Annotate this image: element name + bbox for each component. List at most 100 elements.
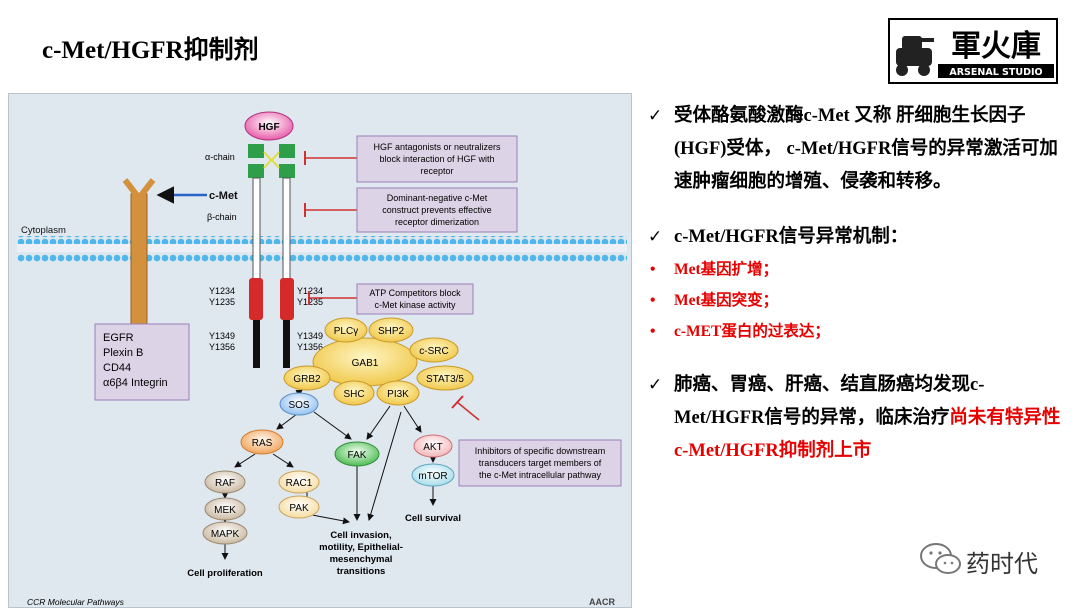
box-inhib-line2: transducers target members of	[479, 458, 602, 468]
box-hgf-line1: HGF antagonists or neutralizers	[373, 142, 501, 152]
bullet-dot-icon: •	[650, 323, 656, 340]
cell-survival-label: Cell survival	[405, 513, 461, 524]
mapk-label: MAPK	[211, 529, 240, 540]
invasion-line3: mesenchymal	[330, 554, 393, 565]
gab1-label: GAB1	[352, 358, 379, 369]
aacr-logo: AACR	[589, 597, 615, 607]
mtor-node	[411, 463, 455, 487]
receptor-2: Plexin B	[103, 347, 143, 359]
cmet-label: c-Met	[209, 190, 238, 202]
hgf-label: HGF	[258, 122, 279, 133]
box-hgf-line3: receptor	[420, 166, 453, 176]
sos-label: SOS	[288, 400, 309, 411]
shp2-node	[368, 317, 414, 343]
ras-node	[240, 429, 284, 455]
invasion-line1: Cell invasion,	[330, 530, 391, 541]
bullet-3: ✓ 肺癌、胃癌、肝癌、结直肠癌均发现c-Met/HGFR信号的异常，临床治疗尚未…	[648, 369, 1068, 468]
sos-node	[279, 392, 319, 416]
akt-label: AKT	[423, 442, 442, 453]
y1235-left: Y1235	[209, 297, 235, 307]
logo-main: 軍火庫	[951, 29, 1041, 64]
mapk-node	[202, 521, 248, 545]
box-inhib-line1: Inhibitors of specific downstream	[475, 446, 606, 456]
atp-competitor-box	[356, 283, 474, 315]
bullet-dot-icon: •	[650, 261, 656, 278]
receptor-1: EGFR	[103, 332, 134, 344]
box-atp-line1: ATP Competitors block	[369, 288, 461, 298]
mtor-label: mTOR	[418, 471, 447, 482]
cytoplasm-label: Cytoplasm	[21, 225, 66, 236]
bullet-2-text: c-Met/HGFR信号异常机制：	[674, 227, 909, 247]
bullet-3-highlight: 尚未有特异性c-Met/HGFR抑制剂上市	[674, 408, 1061, 461]
wechat-account-name: 药时代	[966, 550, 1038, 578]
bullet-3-text: 肺癌、胃癌、肝癌、结直肠癌均发现c-Met/HGFR信号的异常，临床治疗	[674, 375, 985, 428]
stat-label: STAT3/5	[426, 374, 464, 385]
csrc-label: c-SRC	[419, 346, 448, 357]
sub-bullet-2: • Met基因突变；	[648, 285, 1068, 316]
plcg-node	[324, 317, 368, 343]
wechat-icon	[920, 543, 961, 574]
box-inhib-line3: the c-Met intracellular pathway	[479, 470, 602, 480]
y1349-left: Y1349	[209, 331, 235, 341]
cmet-receptor-dimer	[248, 144, 295, 368]
fak-node	[334, 441, 380, 467]
ras-label: RAS	[252, 438, 273, 449]
y1349-right: Y1349	[297, 331, 323, 341]
mek-node	[204, 497, 246, 521]
plcg-label: PLCγ	[334, 326, 358, 337]
raf-label: RAF	[215, 478, 235, 489]
bullet-list: ✓ 受体酪氨酸激酶c-Met 又称 肝细胞生长因子(HGF)受体， c-Met/…	[648, 100, 1068, 468]
y1234-left: Y1234	[209, 286, 235, 296]
wechat-watermark: 药时代	[918, 540, 1058, 580]
cell-proliferation-label: Cell proliferation	[187, 568, 263, 579]
pak-node	[278, 495, 320, 519]
y1235-right: Y1235	[297, 297, 323, 307]
sub-bullet-3: • c-MET蛋白的过表达；	[648, 316, 1068, 347]
sub-bullet-2-text: Met基因突变；	[674, 292, 779, 309]
slide-title: c-Met/HGFR抑制剂	[42, 37, 259, 64]
grb2-label: GRB2	[293, 374, 321, 385]
y1234-right: Y1234	[297, 286, 323, 296]
dominant-negative-box	[356, 187, 518, 233]
raf-node	[204, 470, 246, 494]
sub-bullet-1-text: Met基因扩增；	[674, 261, 779, 278]
pak-label: PAK	[289, 503, 309, 514]
sub-bullet-3-text: c-MET蛋白的过表达；	[674, 323, 830, 340]
bullet-1: ✓ 受体酪氨酸激酶c-Met 又称 肝细胞生长因子(HGF)受体， c-Met/…	[648, 100, 1068, 199]
box-dn-line3: receptor dimerization	[395, 217, 479, 227]
receptor-3: CD44	[103, 362, 131, 374]
y1356-left: Y1356	[209, 342, 235, 352]
check-icon: ✓	[648, 106, 663, 126]
pi3k-label: PI3K	[387, 389, 409, 400]
bullet-2: ✓ c-Met/HGFR信号异常机制：	[648, 221, 1068, 254]
pi3k-node	[376, 380, 420, 406]
check-icon: ✓	[648, 227, 663, 247]
box-dn-line2: construct prevents effective	[382, 205, 491, 215]
shp2-label: SHP2	[378, 326, 405, 337]
downstream-inhibitor-box	[458, 439, 622, 487]
box-dn-line1: Dominant-negative c-Met	[387, 193, 488, 203]
y1356-right: Y1356	[297, 342, 323, 352]
box-hgf-line2: block interaction of HGF with	[379, 154, 494, 164]
shc-label: SHC	[343, 389, 364, 400]
logo-sub: ARSENAL STUDIO	[949, 67, 1042, 78]
akt-node	[413, 434, 453, 458]
grb2-node	[283, 365, 331, 391]
check-icon: ✓	[648, 375, 663, 395]
bullet-dot-icon: •	[650, 292, 656, 309]
rac1-node	[278, 470, 320, 494]
box-atp-line2: c-Met kinase activity	[374, 300, 456, 310]
invasion-line4: transitions	[337, 566, 386, 577]
co-receptor-box	[94, 323, 190, 401]
shc-node	[333, 380, 375, 406]
cell-membrane	[17, 236, 627, 262]
bullet-1-text: 受体酪氨酸激酶c-Met 又称 肝细胞生长因子(HGF)受体， c-Met/HG…	[674, 106, 1058, 192]
invasion-line2: motility, Epithelial-	[319, 542, 403, 553]
beta-chain-label: β-chain	[207, 212, 237, 222]
cmet-pathway-diagram: Cytoplasm c-Met HGF α-chain β-chain Y123…	[8, 93, 632, 608]
rac1-label: RAC1	[286, 478, 313, 489]
csrc-node	[409, 337, 459, 363]
stat-node	[416, 365, 474, 391]
receptor-4: α6β4 Integrin	[103, 377, 168, 389]
sub-bullet-1: • Met基因扩增；	[648, 254, 1068, 285]
